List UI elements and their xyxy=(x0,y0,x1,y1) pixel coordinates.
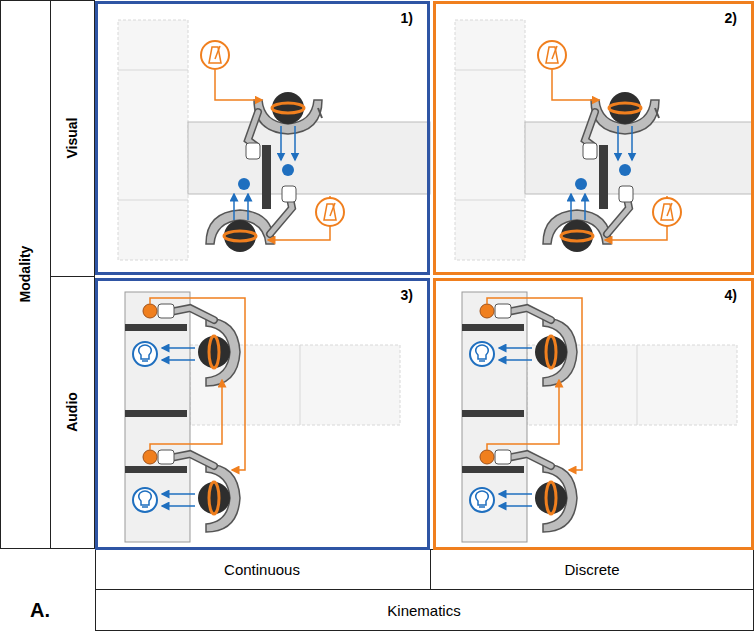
panel-letter: A. xyxy=(30,599,50,622)
callout-number: 1) xyxy=(399,10,415,26)
axis-label: Kinematics xyxy=(387,602,460,619)
panel-box: 4) xyxy=(433,278,754,550)
column-label: Discrete xyxy=(564,561,619,578)
callout-number: 2) xyxy=(723,10,739,26)
callout-number: 4) xyxy=(723,287,739,303)
callout-number: 3) xyxy=(399,287,415,303)
panel-box: 1) xyxy=(95,1,430,275)
row-label: Visual xyxy=(64,118,80,159)
row-label: Audio xyxy=(64,392,80,432)
axis-label: Modality xyxy=(17,246,33,303)
panel-box: 2) xyxy=(433,1,754,275)
column-label: Continuous xyxy=(224,561,300,578)
panel-box: 3) xyxy=(95,278,430,550)
